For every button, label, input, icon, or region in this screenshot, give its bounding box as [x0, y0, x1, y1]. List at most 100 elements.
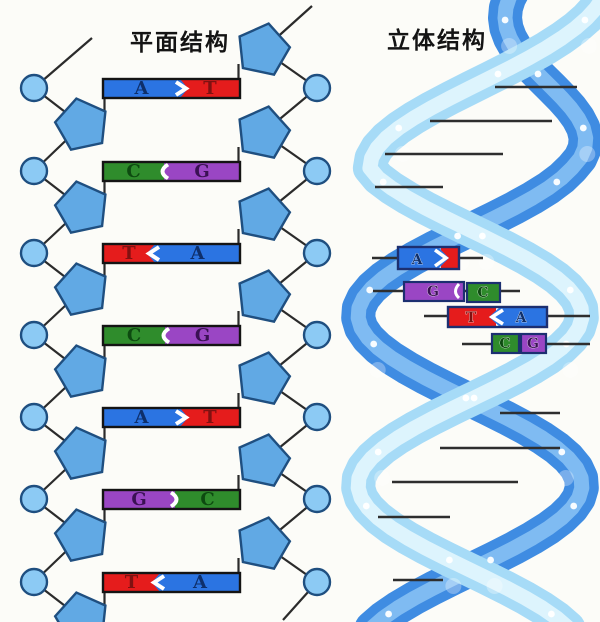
helix-base-letter-A: A [411, 252, 424, 268]
helix-base-letter-T: T [466, 310, 477, 326]
ribbon-glow-dot [478, 254, 495, 270]
base-letter-C: C [127, 325, 141, 346]
base-A [152, 573, 240, 592]
ribbon-glow-dot [369, 362, 386, 378]
ribbon-dot [446, 556, 453, 564]
base-T [103, 573, 160, 592]
junction-paren [454, 282, 461, 300]
base-pair-border [101, 488, 242, 511]
ribbon-dot [487, 556, 494, 564]
ribbon-glow-dot [562, 362, 579, 378]
phosphate-circle [302, 402, 332, 432]
ribbon-glow-dot [374, 470, 391, 486]
phosphate-circle [19, 320, 49, 350]
ribbon-dot [370, 340, 378, 348]
base-letter-G: G [194, 161, 209, 182]
base-T [103, 244, 155, 263]
base-G [165, 326, 240, 345]
ribbon-dot [379, 178, 387, 186]
base-C [175, 490, 240, 509]
phosphate-circle [19, 567, 49, 597]
phosphate-circle [302, 567, 332, 597]
ribbon-dot [579, 124, 587, 132]
ribbon-glow-dot [486, 578, 503, 594]
junction-chevron [174, 80, 190, 97]
ribbon-dot [570, 502, 578, 510]
ribbon-dot [385, 610, 392, 618]
solid-structure-title: 立体结构 [387, 27, 487, 53]
base-letter-T: T [203, 407, 217, 428]
junction-paren [169, 490, 179, 509]
ribbon-dot [454, 232, 461, 240]
helix-base-letter-G: G [527, 336, 539, 352]
ribbon-glow-dot [445, 578, 462, 594]
phosphate-circle [19, 484, 49, 514]
base-letter-T: T [122, 243, 136, 264]
phosphate-circle [302, 73, 332, 103]
base-letter-T: T [125, 572, 139, 593]
ribbon-glow-dot [557, 470, 574, 486]
ribbon-glow-dot [580, 38, 597, 54]
junction-paren [161, 326, 171, 345]
junction-chevron [174, 409, 190, 426]
ribbon-dot [553, 178, 561, 186]
helix-strand-front-highlight [350, 0, 600, 622]
phosphate-circles [19, 73, 332, 597]
ribbon-glow-dot [501, 38, 518, 54]
base-letter-A: A [134, 78, 150, 99]
ribbon-dot [548, 610, 555, 618]
phosphate-circle [302, 320, 332, 350]
base-letter-G: G [195, 325, 210, 346]
base-pair-border [101, 160, 242, 183]
base-T [180, 408, 240, 427]
base-letter-T: T [203, 78, 217, 99]
helix-pair-border [396, 245, 461, 271]
ribbon-dot [362, 502, 370, 510]
junction-chevron [433, 248, 449, 268]
ribbon-dots [362, 16, 597, 618]
phosphate-circle [19, 238, 49, 268]
ribbon-dot [479, 232, 486, 240]
base-letter-C: C [200, 489, 214, 510]
helix-pair-border [446, 305, 549, 329]
junction-chevron [145, 245, 161, 262]
flat-structure-title: 平面结构 [130, 29, 230, 55]
base-C [103, 162, 164, 181]
base-bar-connectors [103, 64, 240, 607]
ribbon-dot [494, 70, 502, 78]
helix-base-letter-A: A [515, 310, 528, 326]
helix-base-C [465, 281, 502, 304]
ribbon-dot [462, 394, 470, 402]
junction-chevron [488, 308, 504, 326]
base-letter-G: G [131, 489, 146, 510]
junction-chevron [150, 574, 166, 591]
helix-base-T [448, 307, 496, 327]
ribbon-dot [366, 286, 374, 294]
base-A [103, 79, 188, 98]
base-pair-border [101, 242, 242, 265]
base-letter-A: A [192, 572, 208, 593]
ribbon-dot [534, 70, 542, 78]
phosphate-circle [302, 238, 332, 268]
base-pair-border [101, 324, 242, 347]
ribbon-dot [501, 16, 509, 24]
ribbon-dot [558, 448, 566, 456]
base-letter-A: A [134, 407, 150, 428]
ribbon-dot [581, 16, 589, 24]
phosphate-circle [19, 402, 49, 432]
helix-base-G [402, 280, 466, 303]
ribbon-glow-dot [579, 146, 596, 162]
base-G [164, 162, 240, 181]
base-pair-border [101, 406, 242, 429]
phosphate-circle [302, 484, 332, 514]
base-pair-border [101, 571, 242, 594]
left-backbone-line [32, 37, 93, 622]
phosphate-circle [19, 156, 49, 186]
base-C [103, 326, 165, 345]
